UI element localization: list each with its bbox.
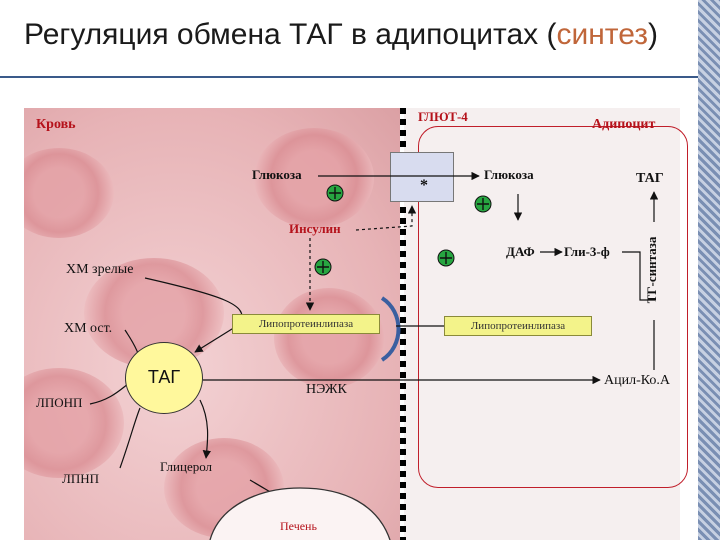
- title-rule: [0, 76, 700, 78]
- ldl-line: [119, 407, 141, 469]
- glucose-blood-label: Глюкоза: [252, 167, 302, 182]
- nefa-label: НЭЖК: [306, 382, 347, 397]
- blood-label: Кровь: [36, 117, 76, 132]
- tag-blood-circle: ТАГ: [125, 342, 203, 414]
- glut4-label: ГЛЮТ-4: [418, 109, 468, 124]
- lpl-bracket: [380, 296, 401, 362]
- glucose-cell-label: Глюкоза: [484, 167, 534, 182]
- decorative-side-strip: [698, 0, 720, 540]
- tg-synthase-label-box: ТГ-синтаза: [644, 222, 659, 318]
- insulin-label: Инсулин: [289, 221, 341, 236]
- ldl-label: ЛПНП: [62, 471, 99, 486]
- glut4-transporter: [390, 152, 454, 202]
- title-accent: синтез: [556, 18, 648, 51]
- tg-synthase-label: ТГ-синтаза: [644, 236, 659, 304]
- red-blood-cell: [254, 128, 374, 228]
- gly3p-label: Гли-3-ф: [564, 244, 610, 259]
- transporter-mark: *: [420, 177, 428, 194]
- glycerol-label: Глицерол: [160, 459, 213, 474]
- tag-to-glycerol-arrow: [199, 399, 212, 459]
- activation-plus-icon: [326, 184, 344, 202]
- red-blood-cell: [24, 148, 114, 238]
- activation-plus-icon: [314, 258, 332, 276]
- hm-mature-to-lpl-line: [144, 277, 243, 323]
- activation-plus-icon: [437, 249, 455, 267]
- vldl-line: [89, 383, 129, 405]
- capillary-wall: [400, 108, 406, 540]
- title-main: Регуляция обмена ТАГ в адипоцитах (: [24, 18, 557, 51]
- tag-cell-label: ТАГ: [636, 171, 664, 186]
- vldl-label: ЛПОНП: [36, 395, 83, 410]
- insulin-to-glut4-dotted: [355, 205, 417, 231]
- adipocyte-label: Адипоцит: [592, 117, 656, 132]
- daf-label: ДАФ: [506, 244, 535, 259]
- blood-background: [24, 108, 400, 540]
- slide-title: Регуляция обмена ТАГ в адипоцитах (синте…: [24, 18, 658, 52]
- title-close: ): [647, 18, 658, 51]
- liver-label: Печень: [280, 519, 317, 533]
- gly3p-to-synthase-line: [622, 251, 655, 301]
- red-blood-cell: [274, 288, 384, 388]
- red-blood-cell: [24, 368, 124, 478]
- lpl-blood-box: Липопротеинлипаза: [232, 314, 380, 334]
- liver-outline: [209, 487, 391, 540]
- hm-mature-label: ХМ зрелые: [66, 262, 134, 277]
- hm-remnant-label: ХМ ост.: [64, 321, 113, 336]
- activation-plus-icon: [474, 195, 492, 213]
- acyl-coa-label: Ацил-Ко.А: [604, 373, 670, 388]
- adipocyte-membrane: [418, 126, 688, 488]
- lpl-cell-box: Липопротеинлипаза: [444, 316, 592, 336]
